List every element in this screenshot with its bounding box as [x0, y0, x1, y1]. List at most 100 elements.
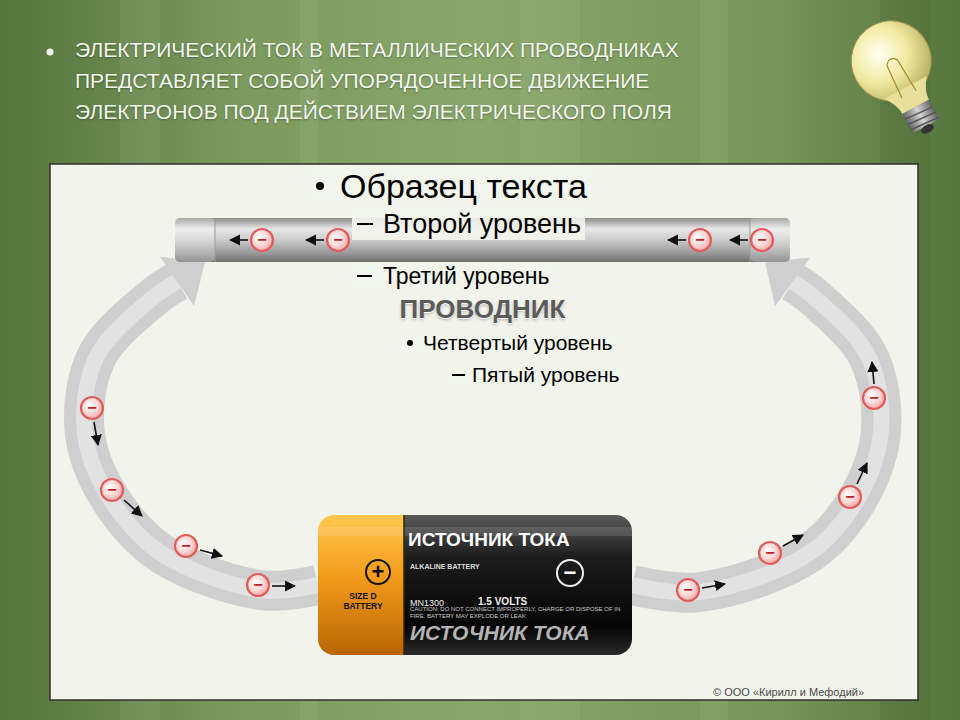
conductor-label-holder: ПРОВОДНИК — [175, 294, 790, 324]
electron-sign: − — [251, 229, 273, 251]
placeholder-text: Образец текста — [340, 166, 587, 206]
placeholder-text: Четвертый уровень — [423, 330, 612, 356]
electron-sign-holder: − — [751, 229, 773, 251]
electron-sign-holder: − — [839, 486, 861, 508]
placeholder-patch: Пятый уровень — [448, 362, 624, 388]
electron-sign-holder: − — [327, 229, 349, 251]
electron-arrow — [730, 239, 748, 241]
electron — [839, 486, 861, 508]
placeholder-text: Третий уровень — [383, 262, 549, 290]
band-highlight — [84, 281, 318, 590]
electron-sign: − — [677, 579, 699, 601]
electron-sign: − — [863, 387, 885, 409]
electron-sign: − — [689, 229, 711, 251]
electron — [101, 479, 123, 501]
minus-terminal-ring — [557, 560, 583, 586]
electron — [677, 579, 699, 601]
placeholder-patch: Третий уровень — [352, 262, 553, 290]
current-flow-arrow-group — [632, 258, 881, 593]
bullet-dot — [316, 182, 324, 190]
placeholder-text: Пятый уровень — [472, 362, 620, 388]
electron-sign: − — [175, 535, 197, 557]
bullet-dash — [452, 374, 465, 376]
electron — [759, 542, 781, 564]
slide-title: ЭЛЕКТРИЧЕСКИЙ ТОК В МЕТАЛЛИЧЕСКИХ ПРОВОД… — [75, 34, 765, 127]
placeholder-patch: Образец текста — [312, 166, 591, 206]
electron-arrow — [857, 463, 867, 484]
battery-size-label-holder: SIZE D BATTERY — [332, 591, 394, 613]
electron — [327, 229, 349, 251]
title-box: ЭЛЕКТРИЧЕСКИЙ ТОК В МЕТАЛЛИЧЕСКИХ ПРОВОД… — [75, 34, 765, 127]
electron-arrow — [94, 422, 98, 445]
picture-frame — [50, 164, 918, 700]
electron-sign-holder: − — [81, 397, 103, 419]
electron — [247, 574, 269, 596]
current-flow-arrow-group — [84, 257, 318, 591]
electron — [251, 229, 273, 251]
current-flow-band — [84, 281, 318, 590]
bullet-dash — [357, 275, 372, 277]
placeholder-patch: Четвертый уровень — [402, 330, 616, 356]
electron-sign: − — [101, 479, 123, 501]
electron-arrow — [668, 239, 686, 241]
copyright-note: © ООО «Кирилл и Мефодий» — [713, 685, 864, 699]
bullet-dot — [407, 340, 413, 346]
battery-name-holder: ИСТОЧНИК ТОКА — [410, 621, 590, 645]
arrow-head — [765, 258, 810, 307]
electron — [689, 229, 711, 251]
bulb-thread — [905, 105, 932, 121]
electron-arrow — [124, 500, 142, 516]
electron-sign: − — [81, 397, 103, 419]
battery-seam — [403, 515, 405, 655]
tube-end-cap — [750, 218, 790, 262]
current-flow-band — [632, 282, 881, 593]
electron-sign: − — [759, 542, 781, 564]
battery-name: ИСТОЧНИК ТОКА — [410, 621, 590, 645]
electron-arrow — [200, 550, 222, 556]
electron-arrow — [872, 362, 874, 384]
minus-sign: − — [564, 559, 577, 587]
tube-end-cap — [175, 218, 215, 262]
electron-sign-holder: − — [247, 574, 269, 596]
electron — [751, 229, 773, 251]
electron-sign-holder: − — [759, 542, 781, 564]
plus-terminal-ring — [366, 560, 390, 584]
electron-arrow — [230, 239, 248, 241]
electron-sign-holder: − — [677, 579, 699, 601]
plus-sign-holder: + — [366, 559, 390, 585]
conductor-label: ПРОВОДНИК — [400, 294, 566, 324]
battery-type: ALKALINE BATTERY — [410, 562, 480, 571]
placeholder-patch: Второй уровень — [352, 208, 585, 240]
electron-sign-holder: − — [689, 229, 711, 251]
electron-sign: − — [751, 229, 773, 251]
placeholder-text: Второй уровень — [383, 208, 581, 240]
bulb-tip — [919, 122, 935, 136]
electron-arrow — [272, 585, 295, 587]
band-highlight — [632, 282, 881, 593]
electron-sign-holder: − — [175, 535, 197, 557]
bulb-filament — [883, 55, 916, 98]
electron-sign-holder: − — [101, 479, 123, 501]
electron-arrow — [306, 239, 324, 241]
note-holder: © ООО «Кирилл и Мефодий» — [713, 682, 864, 700]
battery-body — [318, 515, 632, 655]
tube-seam — [215, 218, 216, 262]
electron-sign: − — [327, 229, 349, 251]
current-source-battery: + SIZE D BATTERY ИСТОЧНИК ТОКА ALKALINE BAT… — [318, 515, 632, 655]
minus-sign-holder: − — [557, 559, 583, 587]
battery-caution: CAUTION: DO NOT CONNECT IMPROPERLY, CHAR… — [410, 606, 625, 620]
battery-name-holder: ИСТОЧНИК ТОКА — [408, 529, 570, 551]
electron-sign: − — [247, 574, 269, 596]
title-bullet — [47, 49, 54, 56]
electron-arrow — [783, 535, 803, 546]
bullet-dash — [357, 223, 373, 225]
electron — [863, 387, 885, 409]
battery-name: ИСТОЧНИК ТОКА — [408, 529, 570, 551]
electron — [175, 535, 197, 557]
battery-caution-holder: CAUTION: DO NOT CONNECT IMPROPERLY, CHAR… — [410, 604, 625, 622]
lightbulb-icon — [837, 7, 960, 151]
battery-size-label: SIZE D BATTERY — [332, 591, 394, 611]
electron — [81, 397, 103, 419]
